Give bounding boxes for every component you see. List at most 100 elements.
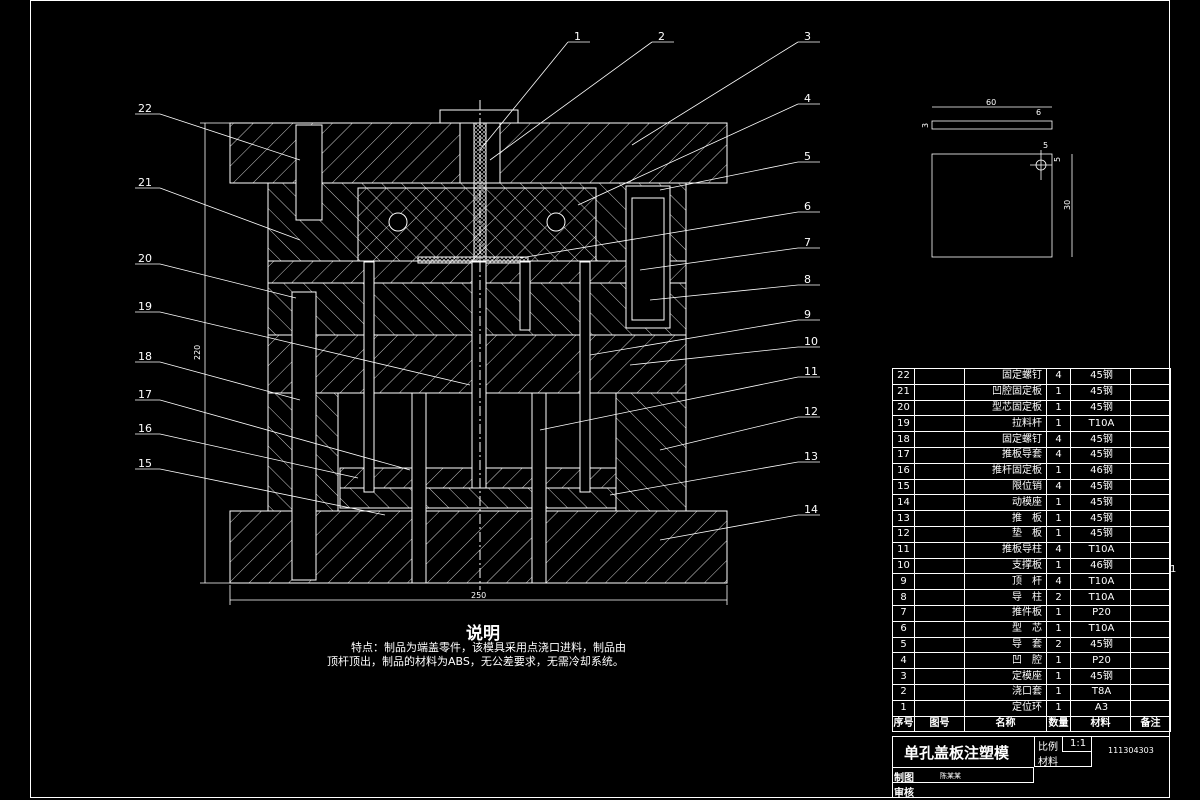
- bom-name: 型 芯: [964, 620, 1047, 638]
- bom-qty: 4: [1046, 446, 1071, 464]
- bom-material: P20: [1070, 652, 1131, 670]
- callout-number: 13: [804, 450, 818, 463]
- bom-name: 推件板: [964, 604, 1047, 622]
- bom-qty: 1: [1046, 399, 1071, 417]
- callout-number: 2: [658, 30, 665, 43]
- bom-drawing: [914, 573, 965, 591]
- bom-name: 凹 腔: [964, 652, 1047, 670]
- bom-remark: [1130, 383, 1171, 401]
- part-sprue-puller: [471, 261, 487, 489]
- bom-no: 15: [892, 478, 915, 496]
- callout-leader-line: [159, 433, 359, 479]
- part-ejector-guide-pillar-2: [531, 392, 547, 584]
- bom-no: 11: [892, 541, 915, 559]
- callout-number: 18: [138, 350, 152, 363]
- bom-remark: [1130, 683, 1171, 701]
- callout-leader-line: [659, 161, 799, 191]
- bom-remark: [1130, 510, 1171, 527]
- callout-leader-line: [577, 103, 799, 206]
- bom-no: 5: [892, 636, 915, 654]
- callout-leader-line: [659, 416, 799, 451]
- callout-number: 3: [804, 30, 811, 43]
- callout-leader-line: [479, 41, 569, 151]
- callout-number: 19: [138, 300, 152, 313]
- bom-name: 推杆固定板: [964, 462, 1047, 480]
- callout-number: 16: [138, 422, 152, 435]
- scale-label: 比例: [1038, 742, 1058, 753]
- bom-no: 20: [892, 399, 915, 417]
- bom-material: 45钢: [1070, 368, 1131, 385]
- bom-drawing: [914, 478, 965, 496]
- callout-leader-line: [659, 514, 799, 541]
- callout-leader-line: [159, 113, 301, 161]
- callout-leader-line: [159, 263, 297, 299]
- part-ejector-plate: [339, 487, 617, 509]
- bom-remark: [1130, 399, 1171, 417]
- bom-header-no: 序号: [892, 715, 915, 733]
- callout-number: 8: [804, 273, 811, 286]
- bom-no: 22: [892, 368, 915, 385]
- notes-title: 说明: [466, 624, 500, 644]
- bom-name: 固定螺钉: [964, 431, 1047, 448]
- mold-body: [229, 100, 728, 590]
- drawn-label: 制图: [894, 773, 914, 784]
- bom-remark: [1130, 573, 1171, 591]
- dim-part-thickness: 3: [921, 123, 930, 128]
- bom-material: 45钢: [1070, 383, 1131, 401]
- part-locating-ring: [439, 109, 519, 124]
- bom-drawing: [914, 510, 965, 527]
- part-return-pin: [519, 261, 531, 331]
- bom-remark: [1130, 636, 1171, 654]
- bom-remark: [1130, 478, 1171, 496]
- bom-name: 顶 杆: [964, 573, 1047, 591]
- bom-remark: [1130, 415, 1171, 433]
- bom-drawing: [914, 383, 965, 401]
- bom-name: 拉料杆: [964, 415, 1047, 433]
- bom-material: 45钢: [1070, 668, 1131, 685]
- bom-qty: 1: [1046, 525, 1071, 543]
- part-side-view: [931, 120, 1053, 130]
- bom-material: 45钢: [1070, 399, 1131, 417]
- bom-name: 动模座: [964, 494, 1047, 512]
- bom-remark: [1130, 446, 1171, 464]
- bom-no: 10: [892, 557, 915, 575]
- bom-remark: [1130, 494, 1171, 512]
- bom-qty: 1: [1046, 604, 1071, 622]
- bom-remark: [1130, 699, 1171, 717]
- bom-no: 13: [892, 510, 915, 527]
- bom-drawing: [914, 636, 965, 654]
- part-ejector-pin-2: [579, 261, 591, 493]
- bom-no: 12: [892, 525, 915, 543]
- dimension-lines: [200, 106, 1073, 605]
- bom-qty: 4: [1046, 368, 1071, 385]
- dim-hole-dia: 6: [1036, 108, 1041, 117]
- bom-header-qty: 数量: [1046, 715, 1071, 733]
- bom-qty: 1: [1046, 699, 1071, 717]
- callout-leader-line: [539, 376, 799, 431]
- callout-number: 9: [804, 308, 811, 321]
- dim-part-height: 30: [1063, 200, 1072, 210]
- bom-no: 9: [892, 573, 915, 591]
- bom-qty: 1: [1046, 620, 1071, 638]
- bom-drawing: [914, 589, 965, 606]
- bom-name: 浇口套: [964, 683, 1047, 701]
- bom-header-drawing: 图号: [914, 715, 965, 733]
- callout-leader-line: [649, 284, 799, 301]
- bom-header-remark: 备注: [1130, 715, 1171, 733]
- bom-qty: 4: [1046, 431, 1071, 448]
- bom-qty: 1: [1046, 462, 1071, 480]
- part-ejector-pin-1: [363, 261, 375, 493]
